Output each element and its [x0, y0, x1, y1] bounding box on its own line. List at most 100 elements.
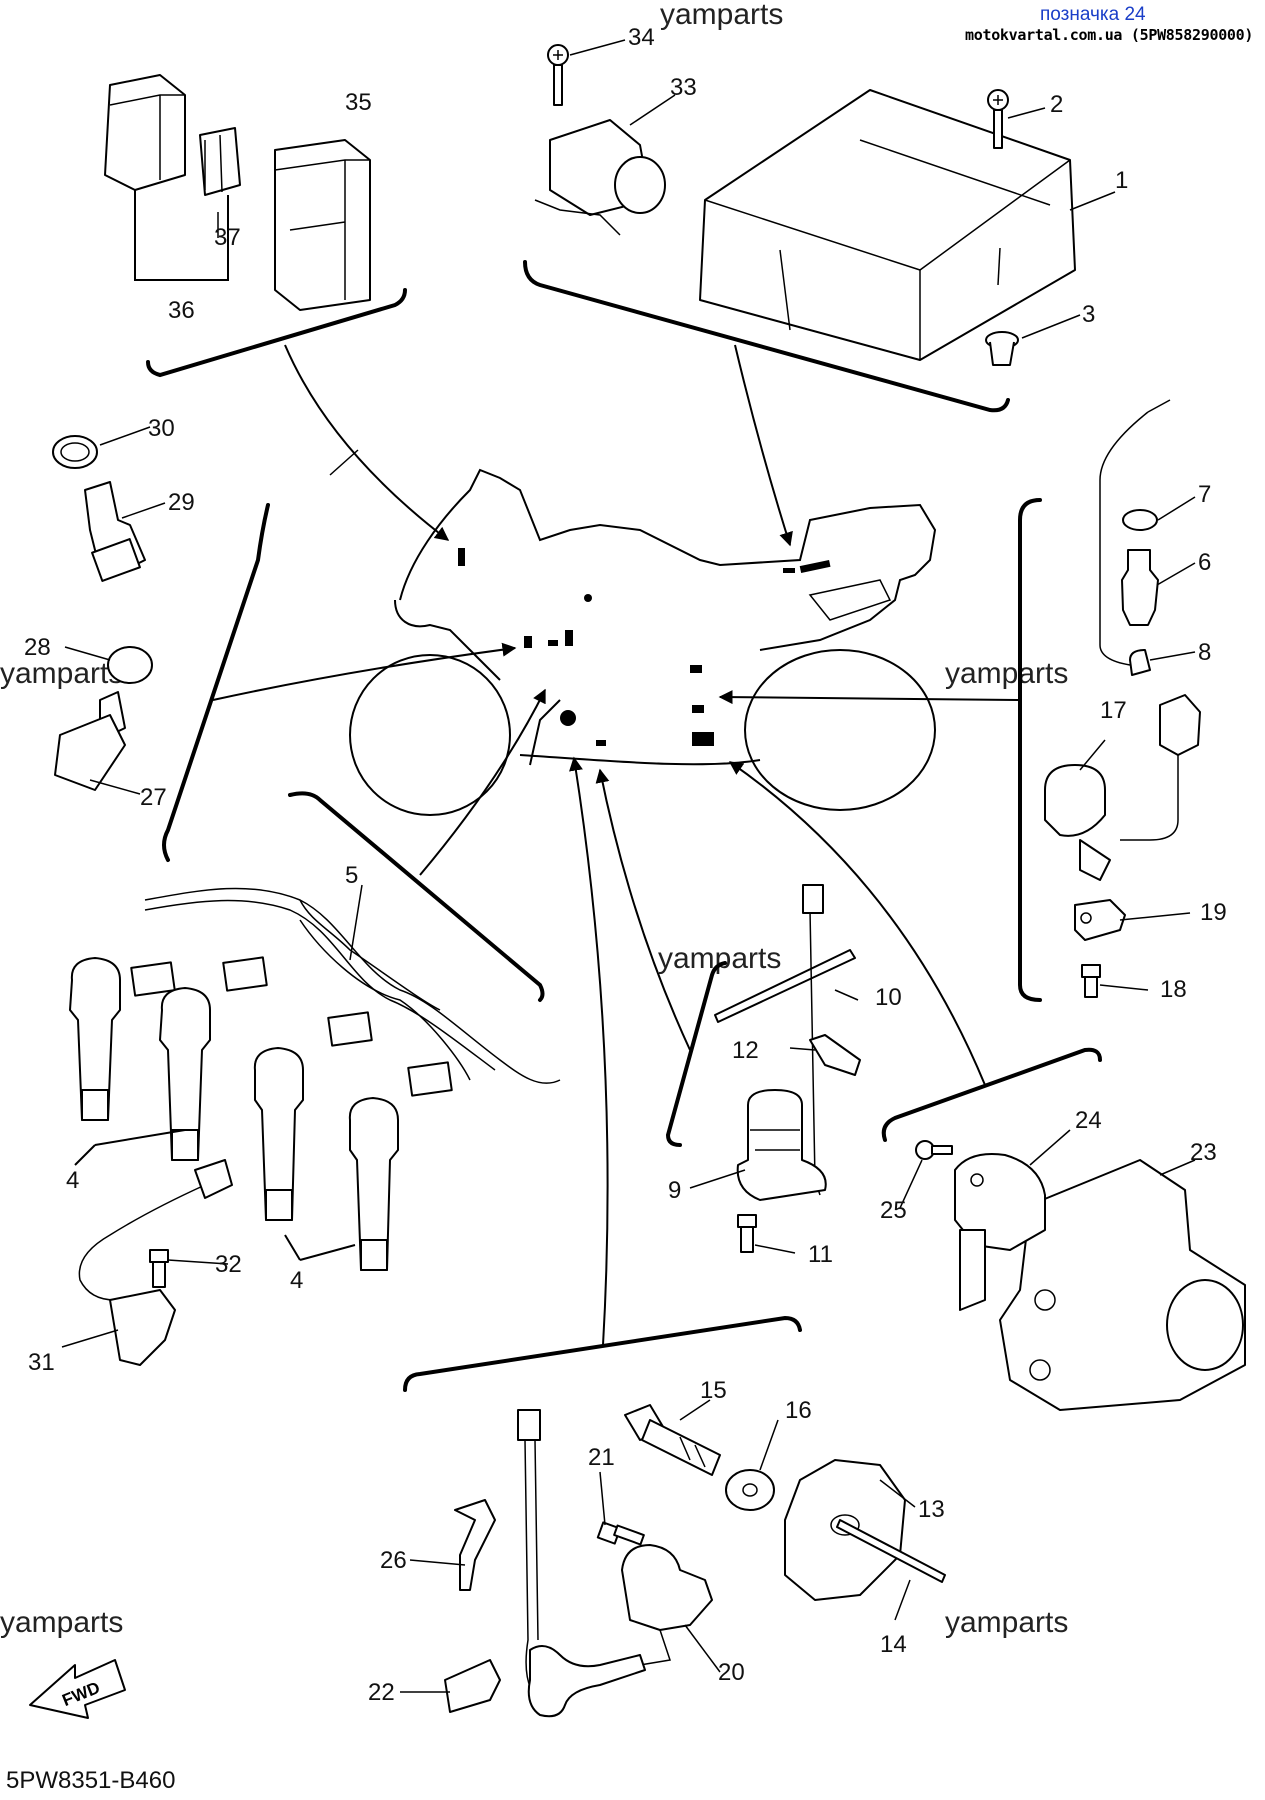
callout-13: 13: [918, 1496, 945, 1523]
callout-8: 8: [1198, 639, 1211, 666]
callout-37: 37: [214, 224, 241, 251]
screw-21: [596, 1521, 645, 1546]
switch-6: [1099, 399, 1171, 676]
watermark: yamparts: [658, 942, 781, 975]
callout-15: 15: [700, 1377, 727, 1404]
bracket-19: [1074, 899, 1126, 941]
screw-34: [547, 44, 569, 106]
relay-36: [104, 74, 186, 191]
bracket-22: [444, 1659, 501, 1713]
leader-arrows: [212, 344, 1021, 1346]
watermark: yamparts: [660, 0, 783, 31]
callout-32: 32: [215, 1251, 242, 1278]
bike-part-marker: [692, 732, 714, 746]
bike-part-marker: [596, 740, 606, 746]
ignition-coil-4: [253, 1047, 304, 1221]
callout-28: 28: [24, 634, 51, 661]
callout-16: 16: [785, 1397, 812, 1424]
clamp-12: [809, 1034, 861, 1076]
bike-part-marker: [458, 548, 465, 566]
header-site-text: motokvartal.com.ua (5PW858290000): [965, 26, 1254, 44]
bike-part-marker: [524, 636, 532, 648]
sensor-27: [54, 691, 126, 791]
callout-35: 35: [345, 89, 372, 116]
bike-part-marker: [565, 630, 573, 646]
screw-25: [915, 1140, 953, 1160]
callout-7: 7: [1198, 481, 1211, 508]
callout-19: 19: [1200, 899, 1227, 926]
wire-20: [517, 1409, 646, 1718]
relay-37: [199, 127, 241, 196]
callout-24: 24: [1075, 1107, 1102, 1134]
callout-2: 2: [1050, 91, 1063, 118]
relay-35: [274, 139, 371, 311]
callout-25: 25: [880, 1197, 907, 1224]
callout-27: 27: [140, 784, 167, 811]
cable-tie-10: [714, 949, 856, 1023]
callout-30: 30: [148, 415, 175, 442]
sensor-20: [621, 1544, 713, 1666]
callout-12: 12: [732, 1037, 759, 1064]
bike-part-marker: [692, 705, 704, 713]
callout-4: 4: [66, 1167, 79, 1194]
ecu-unit: [699, 89, 1076, 361]
callout-36: 36: [168, 297, 195, 324]
washer-16: [725, 1469, 775, 1511]
callout-29: 29: [168, 489, 195, 516]
bike-part-marker: [548, 640, 558, 646]
ignition-coil-4: [348, 1097, 399, 1271]
callout-26: 26: [380, 1547, 407, 1574]
callout-5: 5: [345, 862, 358, 889]
callout-34: 34: [628, 24, 655, 51]
callout-3: 3: [1082, 301, 1095, 328]
callout-11: 11: [808, 1241, 833, 1268]
bike-part-marker: [783, 568, 795, 573]
callout-20: 20: [718, 1659, 745, 1686]
bolt-18: [1081, 964, 1101, 998]
callout-17: 17: [1100, 697, 1127, 724]
bolt-32: [149, 1249, 169, 1288]
callout-22: 22: [368, 1679, 395, 1706]
ring-28: [107, 646, 153, 684]
sensor-31: [78, 1159, 233, 1366]
callout-leaders: [61, 39, 1196, 1693]
sensor-9: [736, 1089, 827, 1201]
sensor-17: [1044, 694, 1201, 881]
bolt-11: [737, 1214, 757, 1253]
sensor-33: [534, 119, 666, 236]
pin-14: [836, 1519, 946, 1583]
switch-29: [84, 481, 146, 582]
leader-4a: [74, 1129, 186, 1166]
bracket-26: [454, 1499, 496, 1591]
callout-23: 23: [1190, 1139, 1217, 1166]
ignition-coil-4: [159, 987, 211, 1161]
callout-21: 21: [588, 1444, 615, 1471]
grommet-3: [985, 331, 1019, 366]
bike-part-marker: [584, 594, 592, 602]
callout-31: 31: [28, 1349, 55, 1376]
ring-30: [52, 435, 98, 469]
callout-18: 18: [1160, 976, 1187, 1003]
watermark: yamparts: [0, 657, 123, 690]
watermark: yamparts: [0, 1606, 123, 1639]
fwd-arrow-icon: FWD: [29, 1659, 126, 1719]
callout-10: 10: [875, 984, 902, 1011]
bike-part-marker: [799, 559, 831, 574]
callout-6: 6: [1198, 549, 1211, 576]
callout-1: 1: [1115, 167, 1128, 194]
leader-4b: [284, 1234, 356, 1261]
callout-9: 9: [668, 1177, 681, 1204]
watermark: yamparts: [945, 657, 1068, 690]
motorcycle-outline: [349, 468, 937, 816]
screw-2: [987, 89, 1009, 149]
header-link[interactable]: позначка 24: [1040, 4, 1146, 25]
callout-4b: 4: [290, 1267, 303, 1294]
ignition-coil-4: [69, 957, 121, 1121]
diagram-code: 5PW8351-B460: [6, 1767, 175, 1794]
callout-14: 14: [880, 1631, 907, 1658]
callout-33: 33: [670, 74, 697, 101]
wire-harness-5: [130, 887, 561, 1097]
bike-part-marker: [560, 710, 576, 726]
watermark: yamparts: [945, 1606, 1068, 1639]
